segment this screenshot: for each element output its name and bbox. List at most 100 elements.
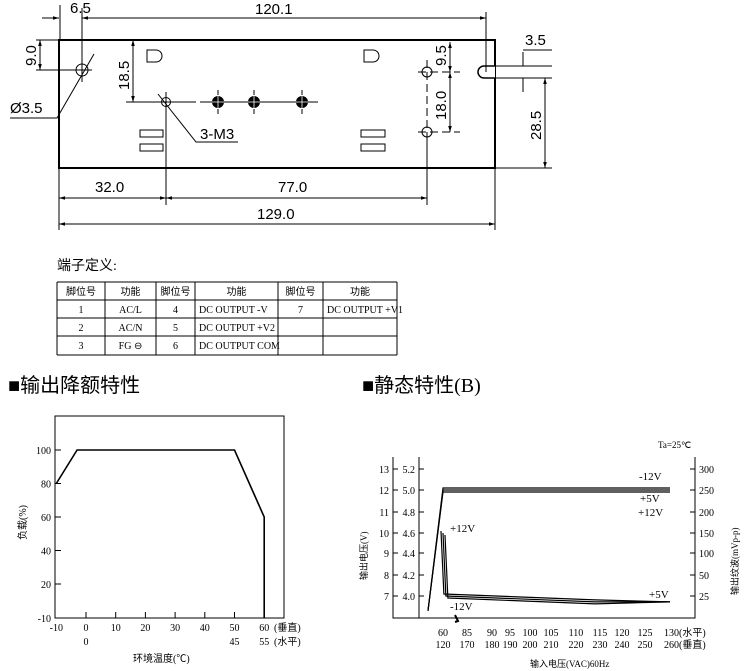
x-suffix-1: (垂直) (274, 621, 301, 634)
y-tick-label-5v: 4.4 (403, 549, 416, 560)
table-cell: DC OUTPUT -V (199, 305, 268, 316)
x-tick-label: 20 (140, 623, 150, 634)
dim-18-5: 18.5 (116, 61, 133, 90)
output-voltage-line (427, 487, 670, 611)
dim-77-0: 77.0 (278, 179, 307, 196)
table-cell: 3 (79, 341, 84, 352)
x-tick-label: 105 (544, 628, 559, 639)
y-tick-label: 9 (384, 549, 389, 560)
x-tick2-label: 250 (638, 640, 653, 651)
annotation-12v: +12V (638, 507, 663, 519)
derating-line (55, 449, 266, 618)
dim-129-0: 129.0 (257, 206, 295, 223)
x-tick2-label: 210 (544, 640, 559, 651)
y-tick-label: -10 (38, 614, 51, 625)
x-axis-label: 输入电压(VAC)60Hz (530, 658, 609, 669)
table-header: 脚位号 (161, 285, 191, 298)
table-cell: 5 (173, 323, 178, 334)
y-right-tick-label: 25 (699, 592, 709, 603)
x-tick-label: 60 (438, 628, 448, 639)
vent-slot (360, 129, 386, 138)
y-tick-label-5v: 4.8 (403, 508, 416, 519)
y-tick-label: 60 (41, 513, 51, 524)
x-tick-label: 90 (487, 628, 497, 639)
table-cell: 7 (298, 305, 303, 316)
derating-chart: 负载(%) 环境温度(℃) (垂直) (水平) 10080604020-10-1… (16, 415, 301, 665)
x-tick-label: 60 (259, 623, 269, 634)
static-chart: Ta=25℃ 输出电压(V) 输出纹波(mVp-p) 输入电压(VAC)60Hz… (358, 440, 740, 669)
vent-slot (139, 129, 164, 138)
output-voltage-line (427, 489, 670, 611)
x-tick-label: -10 (50, 623, 63, 634)
table-cell: DC OUTPUT COM (199, 341, 280, 352)
dim-9-0: 9.0 (23, 45, 40, 66)
y-right-tick-label: 150 (699, 529, 714, 540)
x-suffix-2: (水平) (274, 636, 301, 648)
table-cell: 4 (173, 305, 178, 316)
y-axis-label: 负载(%) (16, 505, 29, 540)
axis-break-icon (454, 614, 460, 623)
y-tick-label: 20 (41, 580, 51, 591)
y-tick-label: 7 (384, 592, 389, 603)
x-tick2-label: 240 (615, 640, 630, 651)
y-tick-label: 8 (384, 571, 389, 582)
y-tick-label-5v: 4.6 (403, 529, 416, 540)
table-cell: 6 (173, 341, 178, 352)
table-cell: DC OUTPUT +V1 (327, 305, 403, 316)
mechanical-drawing: 6.5 120.1 9.0 Ø3.5 18.5 3-M3 9.5 18.0 3.… (10, 0, 552, 230)
dim-phi-3-5: Ø3.5 (10, 100, 43, 117)
ripple-line (444, 534, 671, 605)
table-cell: 1 (79, 305, 84, 316)
x-tick2-label: 45 (230, 637, 240, 648)
y-tick-label: 40 (41, 547, 51, 558)
y-right-tick-label: 250 (699, 486, 714, 497)
x-tick-label: 0 (84, 623, 89, 634)
annotation-5v: +5V (640, 493, 660, 505)
table-cell: 2 (79, 323, 84, 334)
x-tick-label: 95 (505, 628, 515, 639)
x-tick2-label: 260(垂直) (664, 638, 706, 651)
x-tick-label: 30 (170, 623, 180, 634)
y-tick-label: 10 (379, 529, 389, 540)
y-tick-label: 80 (41, 480, 51, 491)
x-tick2-label: 220 (569, 640, 584, 651)
plate-outline (58, 39, 496, 169)
dim-6-5: 6.5 (70, 0, 91, 17)
dim-3-m3: 3-M3 (200, 126, 234, 143)
x-tick-label: 120 (615, 628, 630, 639)
x-tick-label: 10 (111, 623, 121, 634)
plot-frame (392, 457, 696, 619)
dim-18-0: 18.0 (433, 91, 450, 120)
output-voltage-line (427, 491, 670, 611)
y-tick-label: 12 (379, 486, 389, 497)
table-header: 功能 (350, 285, 370, 298)
y-right-tick-label: 50 (699, 571, 709, 582)
temp-note: Ta=25℃ (658, 440, 691, 450)
ripple-line (442, 532, 670, 603)
y-right-tick-label: 200 (699, 508, 714, 519)
static-title: ■静态特性(B) (362, 374, 481, 397)
d-cutout (363, 49, 380, 63)
x-tick-label: 130(水平) (664, 627, 706, 639)
x-tick2-label: 120 (436, 640, 451, 651)
annotation-ripple-neg12v: -12V (450, 601, 473, 613)
y-right-tick-label: 100 (699, 549, 714, 560)
x-tick2-label: 200 (523, 640, 538, 651)
table-cell: AC/N (119, 323, 143, 334)
y-tick-label-5v: 5.2 (403, 465, 416, 476)
y-tick-label: 11 (379, 508, 389, 519)
dim-120-1: 120.1 (255, 1, 293, 18)
annotation-ripple-5v: +5V (649, 589, 669, 601)
y-tick-label: 100 (36, 446, 51, 457)
y-right-tick-label: 300 (699, 465, 714, 476)
annotation-ripple-12v: +12V (450, 523, 475, 535)
dim-3-5: 3.5 (525, 32, 546, 49)
x-tick-label: 110 (569, 628, 584, 639)
x-tick-label: 100 (523, 628, 538, 639)
x-tick2-label: 190 (503, 640, 518, 651)
ripple-line (440, 530, 671, 603)
y-tick-label-5v: 5.0 (403, 486, 416, 497)
table-header: 脚位号 (286, 285, 316, 298)
